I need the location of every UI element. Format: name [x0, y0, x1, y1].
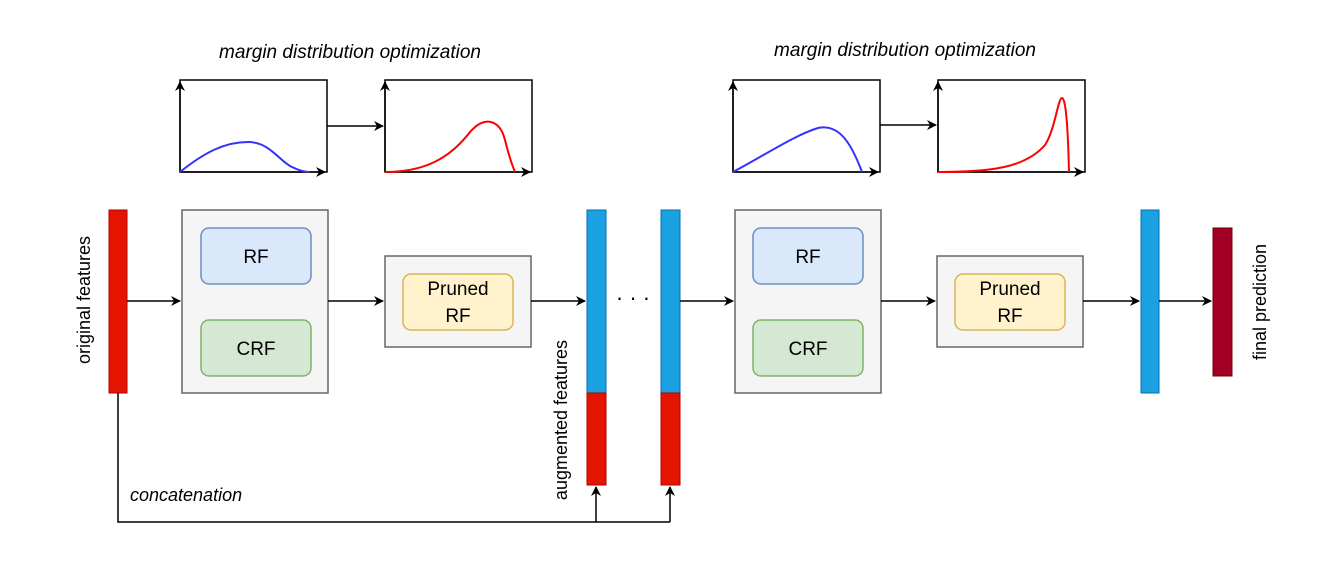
output-features-vector: [1140, 209, 1160, 394]
ellipsis: · · ·: [616, 285, 650, 310]
crf-label-2: CRF: [788, 339, 827, 360]
rf-block-1: [200, 227, 312, 285]
pruned-rf-label-1a: Pruned: [427, 279, 488, 300]
margin-curve-after-2: [937, 96, 1070, 173]
original-features-label: original features: [74, 236, 94, 364]
concatenation-line: [117, 393, 670, 523]
margin-curve-before-2: [732, 126, 863, 173]
augmented-features-vector-1: [586, 209, 607, 486]
margin-plot-after-2: [933, 79, 1086, 177]
augmented-features-label: augmented features: [551, 340, 571, 500]
crf-block-1: [200, 319, 312, 377]
margin-plot-before-1: [175, 79, 328, 177]
optimization-title-2: margin distribution optimization: [774, 40, 1036, 61]
pruned-rf-block-1: [402, 273, 514, 331]
concatenation-label: concatenation: [130, 485, 242, 505]
margin-plot-after-1: [380, 79, 533, 177]
pruned-rf-label-2b: RF: [997, 306, 1022, 327]
crf-block-2: [752, 319, 864, 377]
margin-curve-before-1: [179, 140, 311, 173]
original-features-vector: [108, 209, 128, 394]
rf-block-2: [752, 227, 864, 285]
final-prediction-label: final prediction: [1250, 244, 1270, 360]
rf-label-1: RF: [243, 247, 268, 268]
final-prediction-vector: [1212, 227, 1233, 377]
crf-label-1: CRF: [236, 339, 275, 360]
pruned-rf-label-2a: Pruned: [979, 279, 1040, 300]
margin-plot-before-2: [728, 79, 881, 177]
rf-label-2: RF: [795, 247, 820, 268]
augmented-features-vector-2: [660, 209, 681, 486]
margin-curve-after-1: [384, 120, 516, 173]
pruned-rf-label-1b: RF: [445, 306, 470, 327]
optimization-title-1: margin distribution optimization: [219, 42, 481, 63]
pruned-rf-block-2: [954, 273, 1066, 331]
